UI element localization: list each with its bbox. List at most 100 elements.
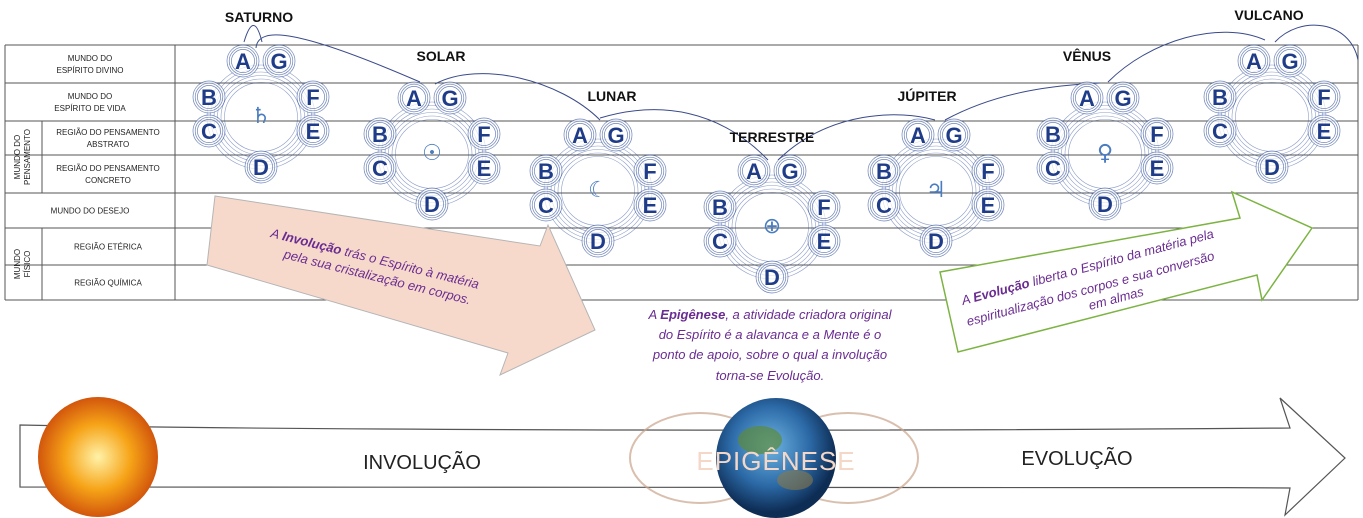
globe-letter-b: B [1045,122,1061,147]
involution-label: INVOLUÇÃO [363,450,481,474]
period-title: LUNAR [588,88,637,104]
globe-letter-c: C [1212,119,1228,144]
globe-circle [903,120,933,150]
row-label: MUNDO DO DESEJO [51,207,130,216]
globe-circle [635,190,665,220]
globe-circle [194,82,224,112]
globe-circle [1208,85,1232,109]
period-title: SATURNO [225,9,293,25]
row-label: ESPÍRITO DIVINO [57,66,124,75]
globe-circle [368,156,392,180]
globe-letter-b: B [1212,85,1228,110]
earth-land [777,470,813,490]
globe-circle [402,86,426,110]
globe-circle [924,229,948,253]
globe-circle [708,195,732,219]
globe-circle [231,49,255,73]
globe-circle [1239,46,1269,76]
globe-letter-d: D [1264,155,1280,180]
earth-image [716,398,836,518]
globe-circle [872,193,896,217]
globe-circle [976,159,1000,183]
group-label-pensamento: MUNDO DO [13,135,22,179]
globe-circle [976,193,1000,217]
planet-symbol: ♃ [926,178,946,203]
globe-letter-g: G [781,159,798,184]
globe-letter-g: G [1281,49,1298,74]
evolution-arrow [939,190,1314,353]
globe-circle [1145,122,1169,146]
globe-circle [1205,82,1235,112]
period-connectors [243,24,1359,161]
globe-letter-b: B [201,85,217,110]
globe-ring [1231,78,1313,156]
globe-circle [742,159,766,183]
globe-circle [973,190,1003,220]
globe-circle [438,86,462,110]
globe-circle [757,262,787,292]
row-label: REGIÃO DO PENSAMENTO [56,164,159,173]
globe-circle [301,85,325,109]
globe-letter-a: A [406,86,422,111]
epigenesis-label: EPIGÊNESE [696,446,855,476]
globe-circle [601,120,631,150]
globe-circle [939,120,969,150]
connector-arc [777,114,936,161]
globe-circle [775,156,805,186]
globe-letter-a: A [1079,86,1095,111]
row-label: ESPÍRITO DE VIDA [54,104,126,113]
globe-ring [1228,75,1316,159]
globe-letter-b: B [372,122,388,147]
globe-circle [760,265,784,289]
globe-circle [906,123,930,147]
globe-letter-a: A [235,49,251,74]
globe-circle [812,195,836,219]
epigenesis-note-line3: ponto de apoio, sobre o qual a involução [652,347,887,362]
globe-circle [638,159,662,183]
globe-letter-a: A [746,159,762,184]
globe-circle [1278,49,1302,73]
globe-circle [635,156,665,186]
globe-letter-f: F [1150,122,1163,147]
globe-letter-a: A [1246,49,1262,74]
globe-circle [399,83,429,113]
connector-arc [599,109,769,161]
globe-circle [1208,119,1232,143]
globe-circle [298,116,328,146]
globe-letter-f: F [1317,85,1330,110]
involution-arrow [206,195,596,376]
connector-arc [434,73,601,121]
connector-arc [243,25,263,43]
period-title: SOLAR [417,48,466,64]
globe-circle [1309,82,1339,112]
globe-circle [1312,119,1336,143]
globe-circle [869,156,899,186]
globe-circle [1145,156,1169,180]
globe-letter-g: G [607,123,624,148]
globe-circle [1309,116,1339,146]
globe-circle [1075,86,1099,110]
group-label-fisico: FÍSICO [23,251,32,278]
globe-letter-a: A [572,123,588,148]
globe-letter-e: E [981,193,996,218]
globe-circle [1312,85,1336,109]
globe-circle [1093,192,1117,216]
row-label: REGIÃO DO PENSAMENTO [56,128,159,137]
globe-circle [1275,46,1305,76]
globe-ring [1235,82,1309,152]
globe-letter-f: F [643,159,656,184]
globe-circle [1257,152,1287,182]
period-title: TERRESTRE [730,129,815,145]
globe-circle [469,119,499,149]
globe-circle [1038,153,1068,183]
globe-circle [534,193,558,217]
globe-circle [228,46,258,76]
globe-circle [1242,49,1266,73]
globe-letter-d: D [590,229,606,254]
globe-circle [1041,122,1065,146]
